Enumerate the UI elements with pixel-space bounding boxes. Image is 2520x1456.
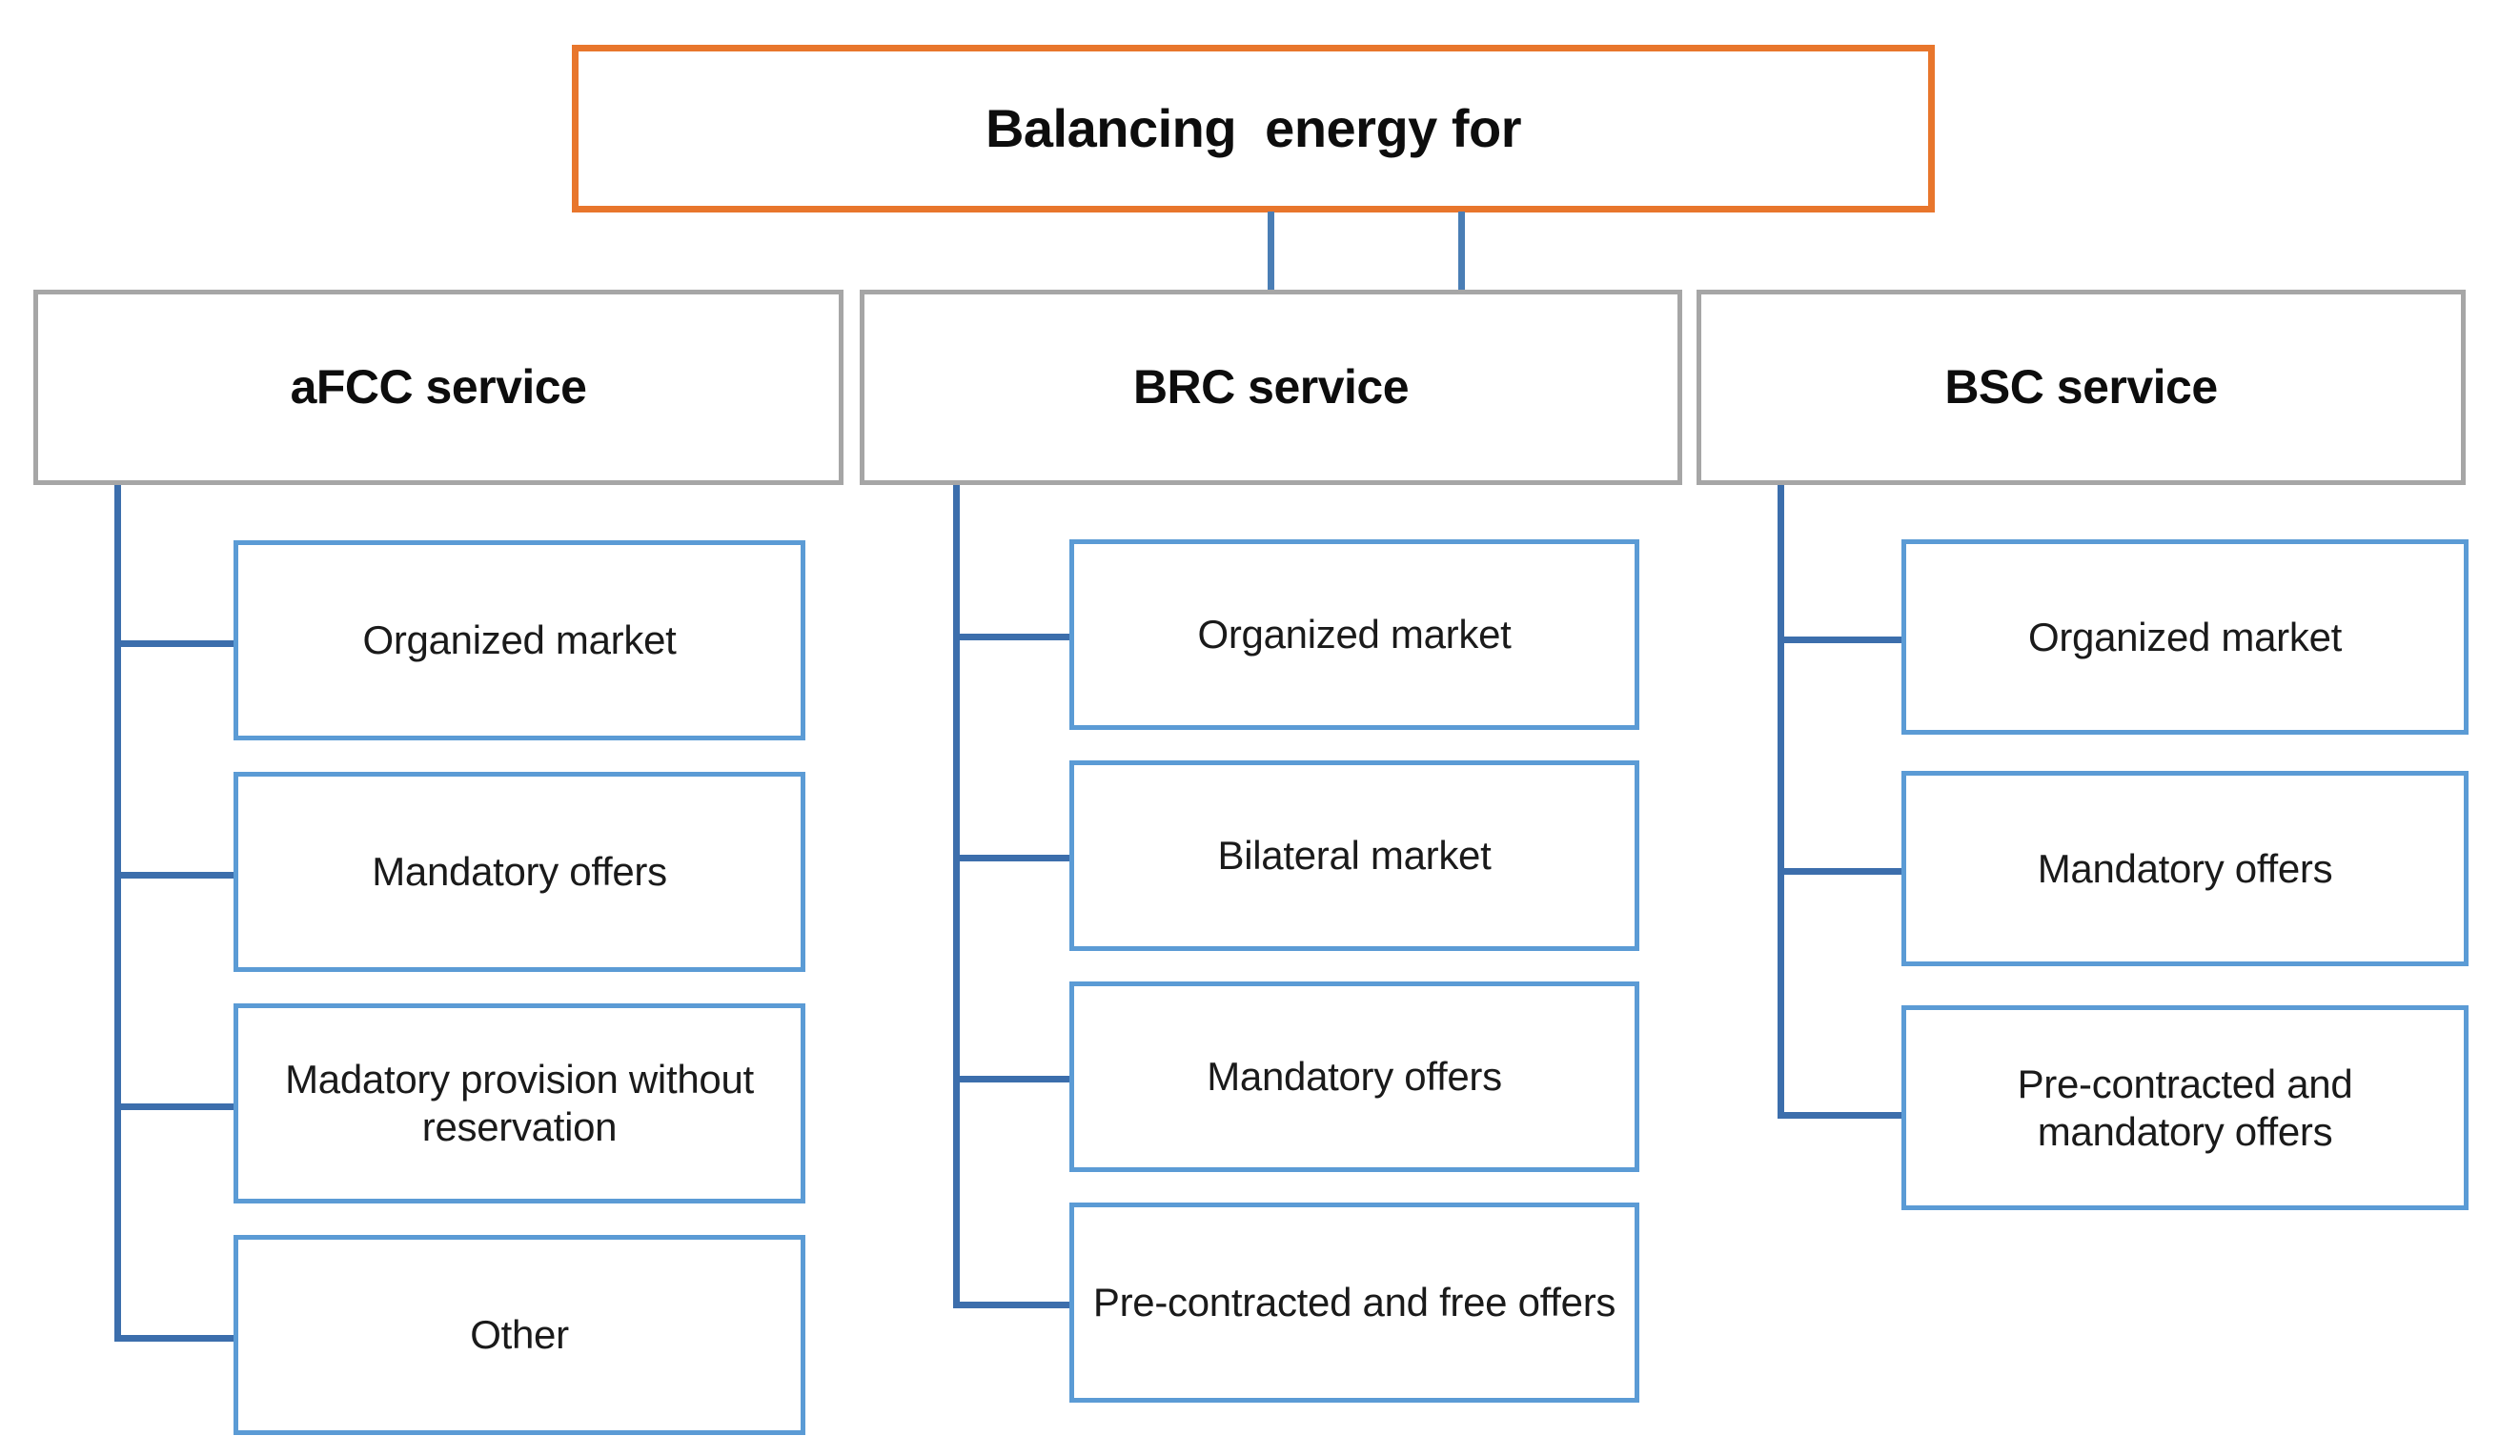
leaf-brc-bilateral-market[interactable]: Bilateral market: [1069, 760, 1639, 951]
service-header-afcc-label: aFCC service: [290, 360, 587, 415]
leaf-brc-pre-contracted-and-free-offers[interactable]: Pre-contracted and free offers: [1069, 1203, 1639, 1403]
leaf-afcc-other[interactable]: Other: [234, 1235, 805, 1435]
connector-stub-bsc-1: [1778, 637, 1906, 643]
connector-trunk-bsc: [1778, 485, 1784, 1119]
root-node-balancing-energy[interactable]: Balancing energy for: [572, 45, 1935, 212]
leaf-afcc-mandatory-offers[interactable]: Mandatory offers: [234, 772, 805, 972]
leaf-brc-organized-market[interactable]: Organized market: [1069, 539, 1639, 730]
leaf-bsc-organized-market[interactable]: Organized market: [1901, 539, 2469, 735]
connector-stub-brc-2: [953, 855, 1074, 861]
leaf-label: Madatory provision without reservation: [285, 1057, 754, 1149]
connector-stub-brc-1: [953, 634, 1074, 640]
leaf-label: Organized market: [1197, 612, 1512, 657]
leaf-afcc-madatory-provision-without-reservation[interactable]: Madatory provision without reservation: [234, 1003, 805, 1203]
leaf-label: Organized market: [2027, 614, 2342, 659]
leaf-label: Mandatory offers: [2037, 845, 2333, 891]
connector-stub-afcc-2: [114, 872, 238, 879]
leaf-label: Other: [470, 1312, 569, 1358]
service-header-bsc-label: BSC service: [1944, 360, 2218, 415]
leaf-label: Pre-contracted and mandatory offers: [2017, 1061, 2353, 1154]
leaf-bsc-mandatory-offers[interactable]: Mandatory offers: [1901, 771, 2469, 966]
connector-root-stem-right: [1458, 212, 1465, 293]
leaf-label: Mandatory offers: [372, 849, 667, 895]
connector-stub-afcc-4: [114, 1335, 238, 1342]
connector-stub-bsc-2: [1778, 868, 1906, 875]
connector-stub-afcc-1: [114, 640, 238, 647]
leaf-label: Pre-contracted and free offers: [1092, 1280, 1616, 1325]
leaf-afcc-organized-market[interactable]: Organized market: [234, 540, 805, 740]
leaf-label: Organized market: [362, 617, 677, 663]
service-header-bsc[interactable]: BSC service: [1697, 290, 2466, 485]
connector-stub-brc-4: [953, 1302, 1074, 1308]
leaf-label: Mandatory offers: [1207, 1054, 1502, 1100]
service-header-brc-label: BRC service: [1132, 360, 1410, 415]
leaf-bsc-pre-contracted-and-mandatory-offers[interactable]: Pre-contracted and mandatory offers: [1901, 1005, 2469, 1210]
connector-trunk-brc: [953, 485, 960, 1308]
service-header-afcc[interactable]: aFCC service: [33, 290, 843, 485]
connector-trunk-afcc: [114, 485, 121, 1342]
service-header-brc[interactable]: BRC service: [860, 290, 1682, 485]
connector-root-stem-left: [1268, 212, 1274, 293]
connector-stub-bsc-3: [1778, 1112, 1906, 1119]
root-node-label: Balancing energy for: [985, 97, 1522, 158]
connector-stub-afcc-3: [114, 1103, 238, 1110]
leaf-label: Bilateral market: [1217, 833, 1492, 879]
connector-stub-brc-3: [953, 1076, 1074, 1082]
leaf-brc-mandatory-offers[interactable]: Mandatory offers: [1069, 981, 1639, 1172]
